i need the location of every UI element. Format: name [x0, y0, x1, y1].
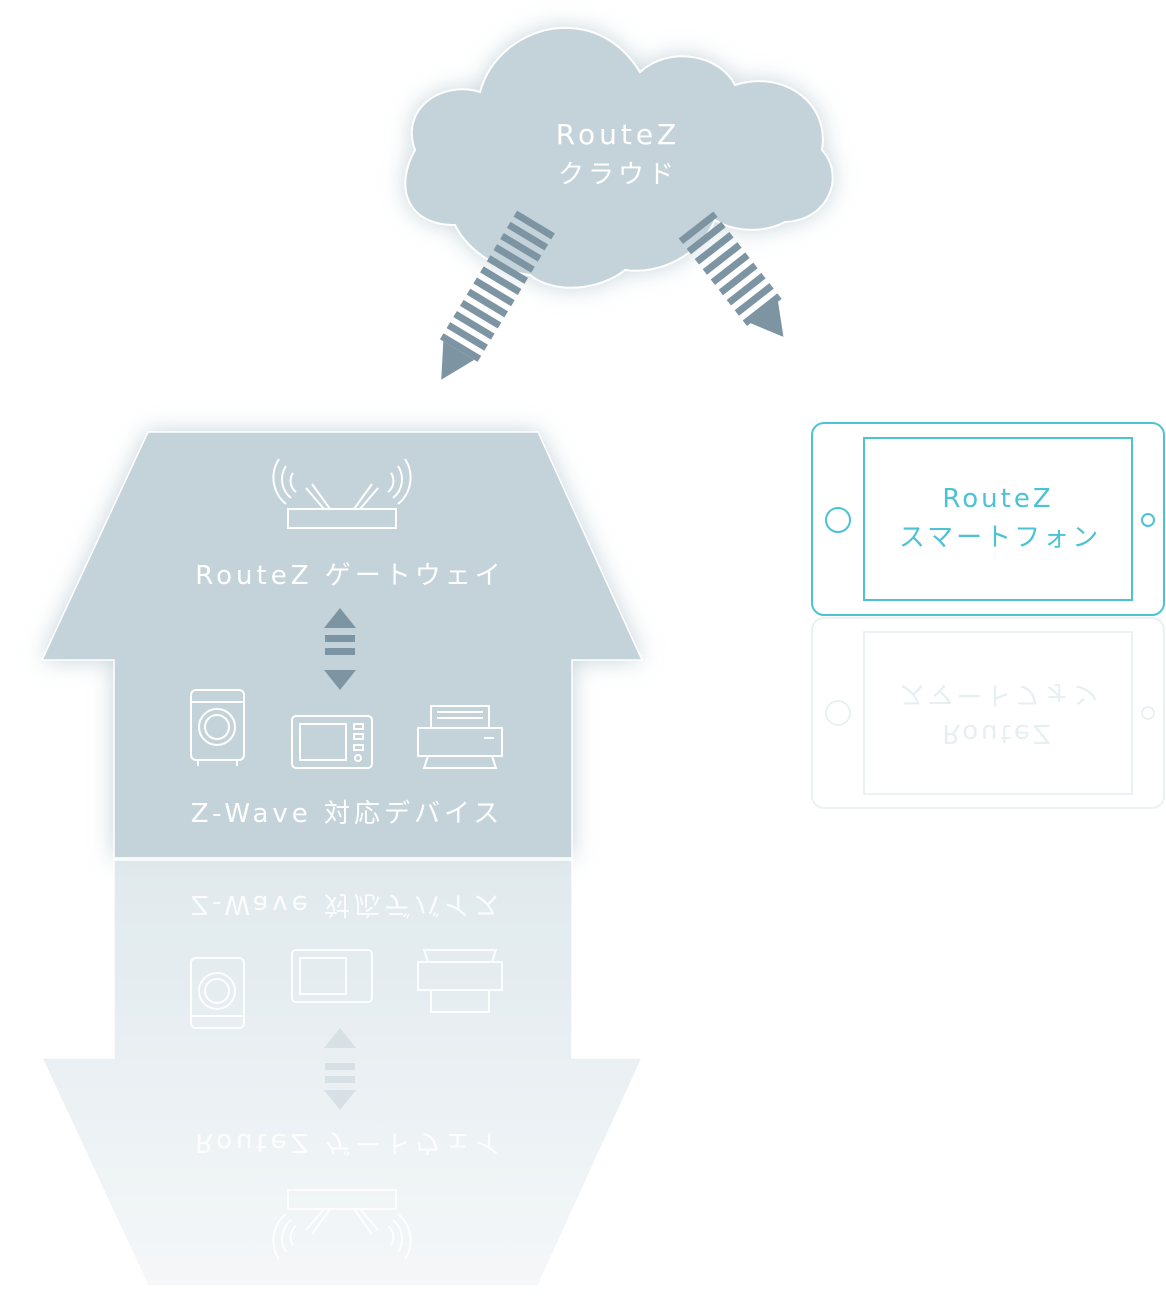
arrow-cloud-to-house — [439, 210, 555, 380]
wifi-router-icon — [272, 458, 412, 529]
smartphone-title: RouteZ — [942, 484, 1053, 514]
cloud-subtitle: クラウド — [558, 160, 678, 190]
smartphone-title-reflection: RouteZ — [942, 718, 1053, 748]
bidirectional-arrow-icon — [324, 608, 356, 690]
gateway-label-reflection: RouteZ ゲートウェイ — [195, 1127, 505, 1157]
smartphone-subtitle-reflection: スマートフォン — [899, 679, 1101, 709]
cloud-title: RouteZ — [556, 118, 680, 151]
gateway-label: RouteZ ゲートウェイ — [195, 561, 505, 591]
home-button — [825, 507, 851, 533]
smartphone-node: RouteZ スマートフォン — [811, 422, 1165, 616]
house-shape — [40, 431, 644, 859]
smartphone-subtitle: スマートフォン — [899, 523, 1101, 553]
camera-dot — [1141, 513, 1155, 527]
devices-label: Z-Wave 対応デバイス — [191, 799, 504, 829]
cloud-icon — [404, 26, 834, 289]
cloud-node: RouteZ クラウド — [404, 26, 834, 289]
smartphone-reflection: RouteZ スマートフォン — [811, 617, 1165, 809]
smartphone-icon — [811, 422, 1165, 616]
devices-label-reflection: Z-Wave 対応デバイス — [191, 889, 504, 919]
printer-icon — [417, 705, 503, 769]
washing-machine-icon — [190, 689, 245, 766]
microwave-icon — [291, 715, 373, 769]
arrow-cloud-to-phone — [678, 211, 784, 337]
house-node: RouteZ ゲートウェイ — [40, 431, 644, 859]
smartphone-screen — [863, 437, 1133, 601]
house-reflection: RouteZ ゲートウェイ Z-Wave 対応デバイス — [40, 859, 644, 1287]
